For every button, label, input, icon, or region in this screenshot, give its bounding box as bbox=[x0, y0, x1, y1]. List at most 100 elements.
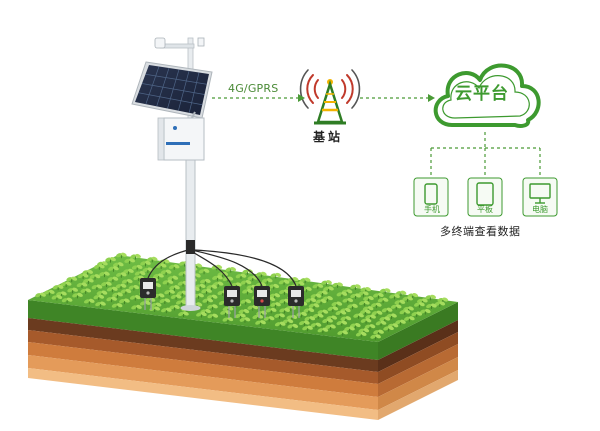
seedling-icon bbox=[200, 278, 211, 285]
seedling-icon bbox=[51, 294, 63, 301]
solar-panel-icon bbox=[131, 61, 213, 123]
seedling-icon bbox=[274, 313, 285, 319]
seedling-icon bbox=[77, 273, 89, 279]
seedling-icon bbox=[76, 282, 88, 288]
seedling-icon bbox=[83, 298, 95, 305]
seedling-icon bbox=[44, 289, 55, 296]
cable-junction bbox=[186, 240, 195, 254]
seedling-icon bbox=[360, 287, 372, 293]
seedling-icon bbox=[212, 281, 224, 288]
seedling-icon bbox=[169, 304, 180, 311]
seedling-icon bbox=[317, 290, 328, 296]
seedling-icon bbox=[67, 287, 78, 294]
tablet-icon bbox=[467, 177, 503, 217]
seedling-icon bbox=[394, 299, 406, 306]
seedling-icon bbox=[168, 264, 180, 270]
seedling-icon bbox=[279, 307, 290, 314]
seedling-icon bbox=[91, 284, 103, 291]
seedling-icon bbox=[335, 310, 347, 316]
seedling-icon bbox=[72, 292, 83, 299]
seedling-icon bbox=[225, 267, 237, 273]
seedling-icon bbox=[201, 288, 212, 295]
seedling-icon bbox=[139, 300, 151, 307]
seedling-icon bbox=[235, 313, 246, 319]
seedling-icon bbox=[270, 272, 282, 279]
seedling-icon bbox=[212, 275, 223, 281]
seedling-icon bbox=[325, 324, 336, 330]
seedling-icon bbox=[128, 284, 140, 291]
seedling-icon bbox=[82, 269, 94, 276]
seedling-icon bbox=[299, 277, 311, 284]
seedling-icon bbox=[344, 326, 355, 332]
seedling-icon bbox=[101, 281, 112, 288]
seedling-icon bbox=[268, 283, 280, 290]
seedling-icon bbox=[437, 297, 449, 304]
seedling-icon bbox=[105, 257, 116, 263]
seedling-icon bbox=[230, 282, 242, 288]
cloud-icon bbox=[433, 63, 541, 128]
seedling-icon bbox=[175, 299, 187, 306]
seedling-icon bbox=[317, 327, 329, 334]
soil-layer-5-right bbox=[378, 370, 458, 420]
seedling-icon bbox=[321, 280, 332, 286]
seedling-icon bbox=[167, 275, 179, 282]
monitor-icon bbox=[522, 177, 558, 217]
seedling-icon bbox=[106, 286, 118, 293]
seedling-icon bbox=[159, 298, 171, 304]
seedling-icon bbox=[381, 307, 393, 314]
soil-layer-5-left bbox=[28, 368, 378, 420]
soil-layer-1-left bbox=[28, 318, 378, 372]
seedling-icon bbox=[119, 298, 130, 305]
seedling-icon bbox=[170, 294, 182, 300]
seedling-icon bbox=[240, 299, 252, 305]
seedling-icon bbox=[130, 253, 141, 260]
soil-layer-3-left bbox=[28, 342, 378, 397]
device-label-tablet: 平板 bbox=[477, 205, 493, 214]
seedling-icon bbox=[308, 303, 320, 309]
seedling-icon bbox=[364, 324, 376, 330]
seedling-icon bbox=[389, 293, 400, 300]
seedling-icon bbox=[303, 307, 315, 314]
seedling-icon bbox=[123, 268, 134, 275]
seedling-icon bbox=[140, 260, 151, 267]
seedling-icon bbox=[274, 321, 286, 328]
seedling-icon bbox=[196, 311, 207, 318]
seedling-icon bbox=[270, 302, 281, 308]
seedling-icon bbox=[402, 296, 413, 302]
seedling-icon bbox=[365, 314, 376, 321]
seedling-icon bbox=[131, 304, 142, 311]
seedling-icon bbox=[395, 319, 406, 326]
seedling-icon bbox=[373, 292, 384, 299]
seedling-icon bbox=[246, 284, 258, 291]
seedling-icon bbox=[310, 322, 322, 329]
seedling-icon bbox=[411, 311, 423, 318]
seedling-icon bbox=[304, 316, 316, 322]
seedling-icon bbox=[106, 296, 117, 303]
seedling-icon bbox=[363, 295, 374, 302]
seedling-icon bbox=[255, 320, 266, 326]
seedling-icon bbox=[52, 284, 64, 291]
seedling-icon bbox=[164, 289, 175, 296]
seedling-icon bbox=[305, 297, 317, 304]
seedling-icon bbox=[359, 300, 370, 307]
seedling-icon bbox=[371, 310, 383, 317]
ground-block bbox=[28, 252, 458, 420]
status-led bbox=[173, 126, 177, 130]
seedling-icon bbox=[265, 307, 277, 314]
seedling-icon bbox=[317, 309, 329, 316]
seedling-icon bbox=[178, 311, 189, 317]
soil-layer-2-left bbox=[28, 330, 378, 384]
seedling-icon bbox=[425, 294, 436, 301]
seedling-icon bbox=[336, 320, 348, 327]
base-station-icon bbox=[299, 69, 361, 125]
soil-sensors bbox=[140, 278, 304, 318]
seedling-icon bbox=[161, 307, 172, 314]
seedling-icon bbox=[206, 284, 218, 291]
seedling-icon bbox=[269, 293, 281, 299]
seedling-icon bbox=[93, 264, 105, 270]
seedling-icon bbox=[153, 273, 164, 279]
cloud-platform-label: 云平台 bbox=[455, 84, 509, 104]
seedling-icon bbox=[323, 286, 334, 292]
